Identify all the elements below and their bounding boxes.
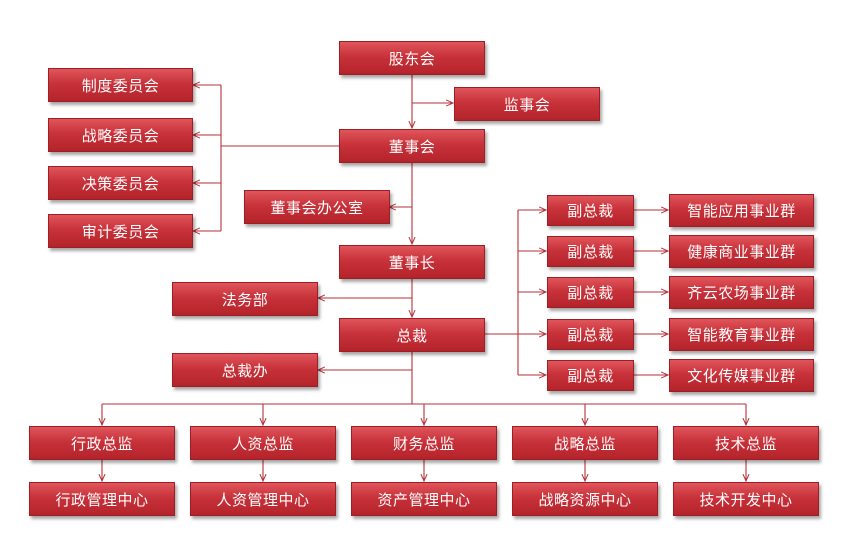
vp-box: 副总裁 — [547, 360, 634, 391]
board-office-box: 董事会办公室 — [244, 190, 390, 224]
president-office-label: 总裁办 — [221, 361, 269, 380]
director-box: 人资总监 — [190, 426, 336, 460]
center-label: 战略资源中心 — [538, 490, 632, 509]
business-group-label: 文化传媒事业群 — [687, 367, 796, 385]
business-group-box: 齐云农场事业群 — [669, 276, 814, 309]
shareholders-box: 股东会 — [339, 41, 485, 75]
director-box: 战略总监 — [512, 426, 658, 460]
business-group-label: 齐云农场事业群 — [687, 284, 796, 302]
supervisors-box: 监事会 — [454, 87, 600, 121]
president-office-box: 总裁办 — [172, 353, 318, 387]
center-label: 资产管理中心 — [377, 490, 471, 509]
vp-box: 副总裁 — [547, 236, 634, 267]
center-box: 战略资源中心 — [512, 482, 658, 516]
board-box: 董事会 — [339, 129, 485, 163]
business-group-box: 健康商业事业群 — [669, 235, 814, 268]
vp-label: 副总裁 — [567, 284, 614, 302]
vp-box: 副总裁 — [547, 195, 634, 226]
director-label: 技术总监 — [714, 434, 777, 453]
director-box: 技术总监 — [673, 426, 819, 460]
vp-box: 副总裁 — [547, 319, 634, 350]
center-label: 技术开发中心 — [699, 490, 793, 509]
business-group-label: 健康商业事业群 — [687, 243, 796, 261]
board-label: 董事会 — [388, 137, 436, 156]
chairman-box: 董事长 — [339, 245, 485, 279]
president-label: 总裁 — [396, 326, 428, 345]
board-office-label: 董事会办公室 — [270, 198, 364, 217]
legal-label: 法务部 — [221, 290, 269, 309]
center-box: 技术开发中心 — [673, 482, 819, 516]
supervisors-label: 监事会 — [503, 95, 551, 114]
business-group-box: 文化传媒事业群 — [669, 359, 814, 392]
legal-box: 法务部 — [172, 282, 318, 316]
committee-box: 战略委员会 — [48, 118, 193, 152]
center-box: 行政管理中心 — [29, 482, 175, 516]
committee-label: 制度委员会 — [81, 76, 160, 95]
committee-box: 审计委员会 — [48, 214, 193, 248]
committee-label: 决策委员会 — [81, 174, 160, 193]
vp-label: 副总裁 — [567, 202, 614, 220]
director-box: 行政总监 — [29, 426, 175, 460]
business-group-label: 智能教育事业群 — [687, 326, 796, 344]
president-box: 总裁 — [339, 318, 485, 352]
vp-box: 副总裁 — [547, 277, 634, 308]
committee-box: 决策委员会 — [48, 166, 193, 200]
shareholders-label: 股东会 — [388, 49, 436, 68]
vp-label: 副总裁 — [567, 367, 614, 385]
chairman-label: 董事长 — [388, 253, 436, 272]
director-label: 人资总监 — [231, 434, 294, 453]
committee-box: 制度委员会 — [48, 68, 193, 102]
business-group-box: 智能应用事业群 — [669, 194, 814, 227]
director-label: 行政总监 — [70, 434, 133, 453]
center-label: 人资管理中心 — [216, 490, 310, 509]
center-box: 资产管理中心 — [351, 482, 497, 516]
vp-label: 副总裁 — [567, 326, 614, 344]
business-group-label: 智能应用事业群 — [687, 202, 796, 220]
committee-label: 审计委员会 — [81, 222, 160, 241]
director-label: 财务总监 — [392, 434, 455, 453]
center-label: 行政管理中心 — [55, 490, 149, 509]
center-box: 人资管理中心 — [190, 482, 336, 516]
vp-label: 副总裁 — [567, 243, 614, 261]
director-label: 战略总监 — [553, 434, 616, 453]
director-box: 财务总监 — [351, 426, 497, 460]
committee-label: 战略委员会 — [81, 126, 160, 145]
business-group-box: 智能教育事业群 — [669, 318, 814, 351]
